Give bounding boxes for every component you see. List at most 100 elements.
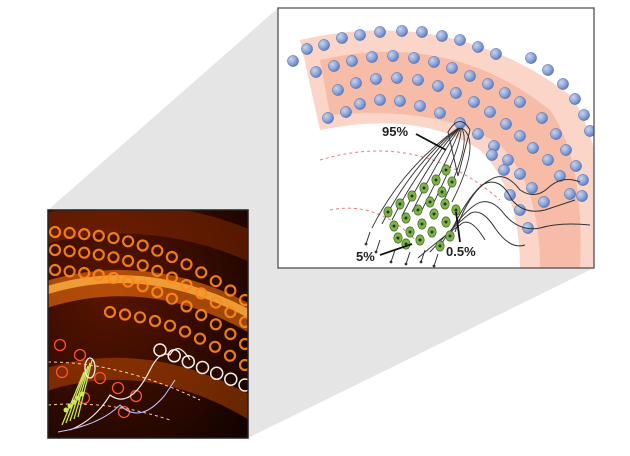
inset-dashed-arc [319,150,501,201]
micrograph-neuron-overlay [48,338,248,433]
inset-neuron-nucleus [410,194,414,198]
inset-hair-cell [554,170,566,182]
micro-hair-cell [238,358,248,372]
inset-neuron-nucleus [450,180,454,184]
micro-overlay-fiber [57,379,176,433]
micro-hair-cell [92,229,105,242]
micro-hair-cell [224,284,237,297]
micro-hair-cell [48,225,62,239]
micro-hair-cell [238,337,248,351]
inset-hair-cell [564,188,576,200]
inset-axon-fiber [411,127,461,213]
inset-hair-cell [472,41,484,53]
micro-hair-cell [148,314,162,328]
micro-hair-cell [151,264,164,277]
micro-hair-cell [165,271,178,284]
inset-hair-cell [450,87,462,99]
inset-hair-cell [434,107,446,119]
inset-neuron-nucleus [398,202,402,206]
inset-hair-cell [504,189,516,201]
inset-axon-tail [433,253,439,267]
inset-hair-cell [428,56,440,68]
micro-overlay-hair-cell [181,354,196,369]
inset-hair-cell [468,96,480,108]
inset-hair-cell [536,112,548,124]
inset-hair-cell [578,109,590,121]
micro-glow-core [48,275,248,318]
inset-axon-fiber [447,181,576,239]
inset-hair-cell [569,93,581,105]
inset-neuron-nucleus [428,200,432,204]
inset-hair-cell [387,50,399,62]
inset-neuron-nucleus [432,212,436,216]
inset-neuron-nucleus [444,168,448,172]
micro-overlay-marker [53,338,67,352]
micro-hair-cell [133,311,147,324]
inset-axon-fiber [431,127,462,207]
pointer-5-percent [379,243,413,256]
inset-hair-cell [301,43,313,55]
inset-axon-tail [375,239,381,253]
inset-hair-cell [514,96,526,108]
inset-axon-terminal [419,260,423,264]
inset-hair-cell [576,190,588,202]
inset-neuron-nucleus [440,190,444,194]
micro-hair-cell [78,228,91,241]
micro-hair-cell [78,266,91,280]
inset-axon-tail [365,231,371,245]
micro-hair-cell [238,293,248,307]
micro-overlay-marker [111,381,125,395]
inset-axon-terminal [389,260,393,264]
inset-hair-cell [370,73,382,85]
inset-hair-cell [332,84,344,96]
inset-hair-cell [498,164,510,176]
micro-overlay-neuron-tip [84,357,96,379]
micro-hair-cell [63,226,76,239]
micro-hair-cell [107,232,120,245]
inset-hair-cell [472,128,484,140]
inset-hair-cell [490,48,502,60]
micro-glow-band [48,357,248,420]
inset-axon-fiber [429,211,526,253]
inset-neurons [383,164,461,252]
micro-hair-cell [165,292,178,305]
micro-overlay-neuron-fiber [77,359,93,418]
inset-hair-cell [570,160,582,172]
micro-hair-cell [209,318,222,331]
inset-neuron-nucleus [454,208,458,212]
inset-hair-cell [350,77,362,89]
micro-hair-cell [180,258,193,271]
micro-overlay-hair-cell [209,366,224,381]
micro-overlay-neuron-fiber [61,371,85,426]
inset-neuron-nucleus [396,236,400,240]
inset-axon-fibers [364,121,591,268]
micro-hair-cell [63,245,76,258]
micro-hair-cell [136,259,149,272]
micro-overlay-neuron-fiber [69,365,89,422]
micro-overlay-hair-cell [224,372,238,386]
inset-hair-cell [396,25,408,37]
inset-hair-cell [500,118,512,130]
inset-neuron-nucleus [448,234,452,238]
micro-overlay-neuron-fiber [73,362,91,420]
inset-dashed-arcs [319,150,501,246]
micrograph-border [47,209,249,439]
inset-hair-cell [374,26,386,38]
inset-neuron-nucleus [434,178,438,182]
inset-hair-cell [482,78,494,90]
inset-hair-cell [484,106,496,118]
micro-overlay-marker [55,365,69,379]
inset-hair-cell [354,98,366,110]
inset-hair-cell [318,39,330,51]
micro-hair-cell [195,266,208,279]
inset-hair-cell [336,32,348,44]
micro-overlay-neuron-fiber [65,368,87,424]
micro-hair-cell [238,315,248,329]
micro-hair-cell [63,265,76,278]
micro-hair-cell [223,349,237,362]
inset-hair-cell [542,154,554,166]
inset-neuron-nucleus [422,186,426,190]
micro-hair-cell [209,296,222,309]
micro-hair-cell [151,244,164,257]
inset-axon-fiber [451,127,471,203]
